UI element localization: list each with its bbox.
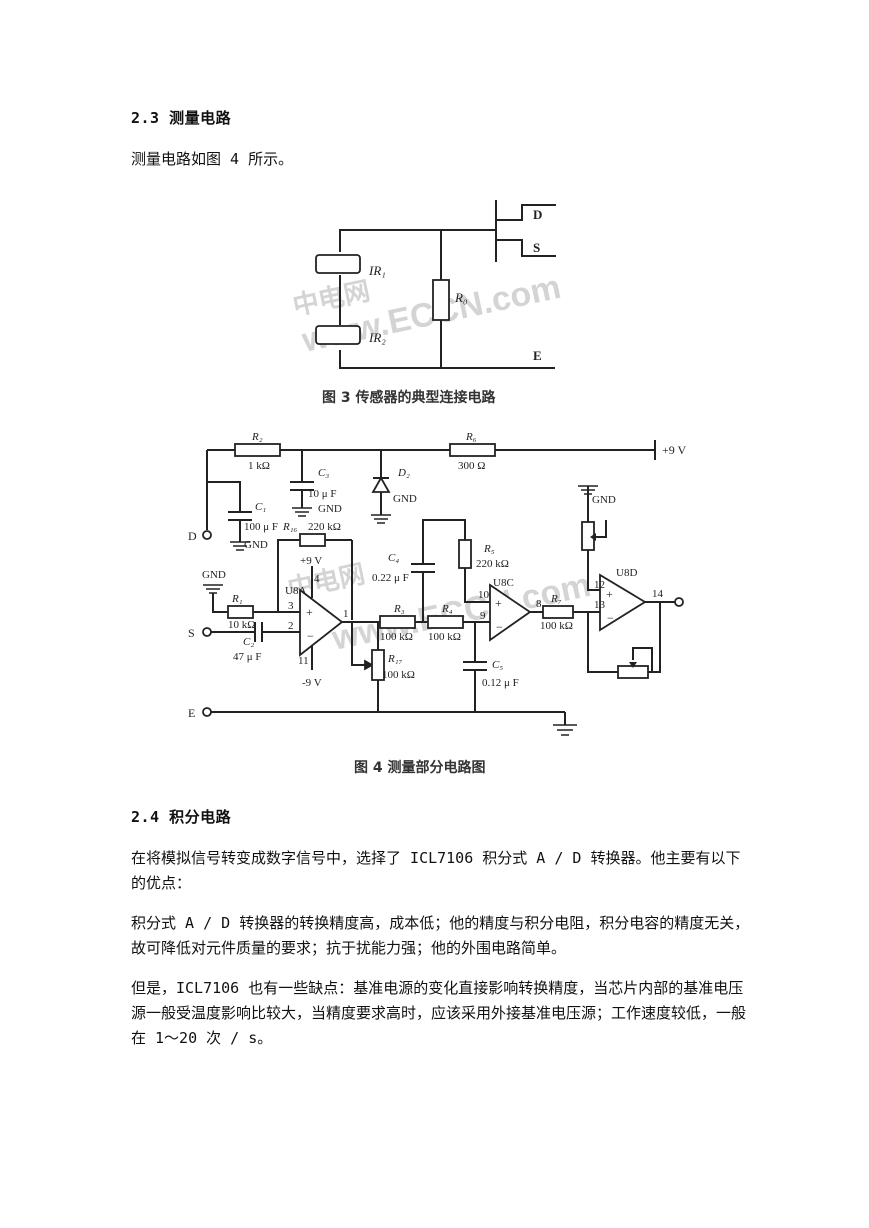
figure-4-caption: 图 4 测量部分电路图 [354,759,486,776]
fig3-label-ir1: IR₁ [368,263,386,278]
terminal-d [202,530,212,540]
fig4-label-dz-gnd: GND [393,493,417,505]
fig4-label-r1: R₁ [231,593,243,605]
fig4-label-pin10: 10 [478,589,490,601]
fig4-label-c2-val: 47 μ F [233,651,262,663]
r5-resistor [458,539,472,569]
fig3-label-ir2: IR₂ [368,330,386,345]
section-2-4-p3: 但是，ICL7106 也有一些缺点：基准电源的变化直接影响转换精度，当芯片内部的… [131,979,747,1047]
fig4-label-s: S [188,626,195,640]
fig4-label-c3-val: 10 μ F [308,488,337,500]
fig4-label-pin12: 12 [594,579,605,591]
fig4-label-r6: R₆ [465,431,477,443]
fig4-label-r4-val: 100 kΩ [428,631,461,643]
fig4-label-c1-gnd: GND [244,539,268,551]
terminal-e [202,707,212,717]
r6-resistor [449,443,496,457]
watermark-cn-fig4: 中电网 [285,558,368,604]
r3-resistor [379,615,416,629]
opamp-u8d [599,573,647,632]
fig4-label-r7-val: 100 kΩ [540,620,573,632]
fig4-label-r2: R₂ [251,431,263,443]
u8d-plus: + [606,587,613,601]
fig4-label-pin8: 8 [536,598,542,610]
fig4-label-pin14: 14 [652,588,664,600]
r4-resistor [427,615,464,629]
section-2-4-heading: 2.4 积分电路 [131,808,232,826]
section-2-4-p2: 积分式 A / D 转换器的转换精度高，成本低；他的精度与积分电阻，积分电容的精… [131,914,750,957]
fig4-label-r4: R₄ [441,603,453,615]
fig4-label-pin13: 13 [594,599,606,611]
fig4-label-pin3: 3 [288,600,294,612]
fig4-label-r17: R₁₇ [387,653,403,665]
fig4-label-pin4: 4 [314,573,320,585]
fig4-label-c2: C₂ [243,636,254,648]
fig4-label-d: D [188,529,197,543]
fig4-label-r16-val: 220 kΩ [308,521,341,533]
opamp-u8a [299,588,344,657]
u8d-minus: − [607,611,614,625]
u8a-minus: − [307,629,314,643]
fig4-label-r1-val: 10 kΩ [228,619,255,631]
r0-resistor [432,279,450,321]
output-terminal [674,597,684,607]
fig4-label-c1: C₁ [255,501,266,513]
figure-3-caption: 图 3 传感器的典型连接电路 [322,389,496,406]
fig4-label-c4-val: 0.22 μ F [372,572,409,584]
u8c-minus: − [496,620,503,634]
fig4-label-r2-val: 1 kΩ [248,460,270,472]
fig4-label-r3-val: 100 kΩ [380,631,413,643]
u8a-plus: + [306,605,313,619]
fig4-label-e: E [188,706,195,720]
fig4-label-pin2: 2 [288,620,294,632]
fig4-label-c3: C₃ [318,467,329,479]
r1-resistor [227,605,254,619]
figure-3-diagram: 中电网 www.ECCN.com D S E IR₁ IR₂ R₀ 图 3 传感… [290,200,564,406]
ir1-sensor [315,254,361,274]
r2-resistor [234,443,281,457]
fig4-label-pin9: 9 [480,610,486,622]
fig3-label-r0: R₀ [454,290,467,305]
fig4-label-gnd-right: GND [592,494,616,506]
fig4-label-u8d: U8D [616,567,637,579]
fig4-label-c3-gnd: GND [318,503,342,515]
zener-diode [371,476,391,493]
fig4-label-gnd-left: GND [202,569,226,581]
fig4-label-r16: R₁₆ [282,521,298,533]
u8c-plus: + [495,596,502,610]
fig4-label-dz: D₂ [397,467,410,479]
fig4-label-r5-val: 220 kΩ [476,558,509,570]
fig4-label-pin1: 1 [343,608,349,620]
figure-4-diagram: 中电网 www.ECCN.com R₂ 1 kΩ R₆ 300 Ω +9 V D… [188,431,687,776]
fig3-label-d: D [533,207,542,222]
fig4-label-c5: C₅ [492,659,503,671]
fig3-label-e: E [533,348,542,363]
fig4-label-r6-val: 300 Ω [458,460,485,472]
fig4-label-u8a: U8A [285,585,306,597]
r7-resistor [542,605,574,619]
r16-resistor [299,533,326,547]
fig4-label-c4: C₄ [388,552,399,564]
fig4-label-supply: +9 V [662,443,687,457]
terminal-s [202,627,212,637]
ir2-sensor [315,325,361,345]
fig4-label-pin11: 11 [298,655,309,667]
fig4-label-u8a-vn: -9 V [302,677,322,689]
fig4-label-r3: R₃ [393,603,405,615]
section-2-4-p1: 在将模拟信号转变成数字信号中，选择了 ICL7106 积分式 A / D 转换器… [131,849,741,892]
fig4-label-r7: R₇ [550,593,562,605]
section-2-3-intro: 测量电路如图 4 所示。 [131,150,294,168]
fig4-label-c5-val: 0.12 μ F [482,677,519,689]
section-2-3-heading: 2.3 测量电路 [131,109,232,127]
fig4-label-u8a-vp: +9 V [300,555,322,567]
fig4-label-r17-val: 100 kΩ [382,669,415,681]
opamp-u8c [489,583,532,642]
fig3-label-s: S [533,240,540,255]
fig4-label-u8c: U8C [493,577,514,589]
fig4-label-r5: R₅ [483,543,495,555]
fig4-label-c1-val: 100 μ F [244,521,278,533]
